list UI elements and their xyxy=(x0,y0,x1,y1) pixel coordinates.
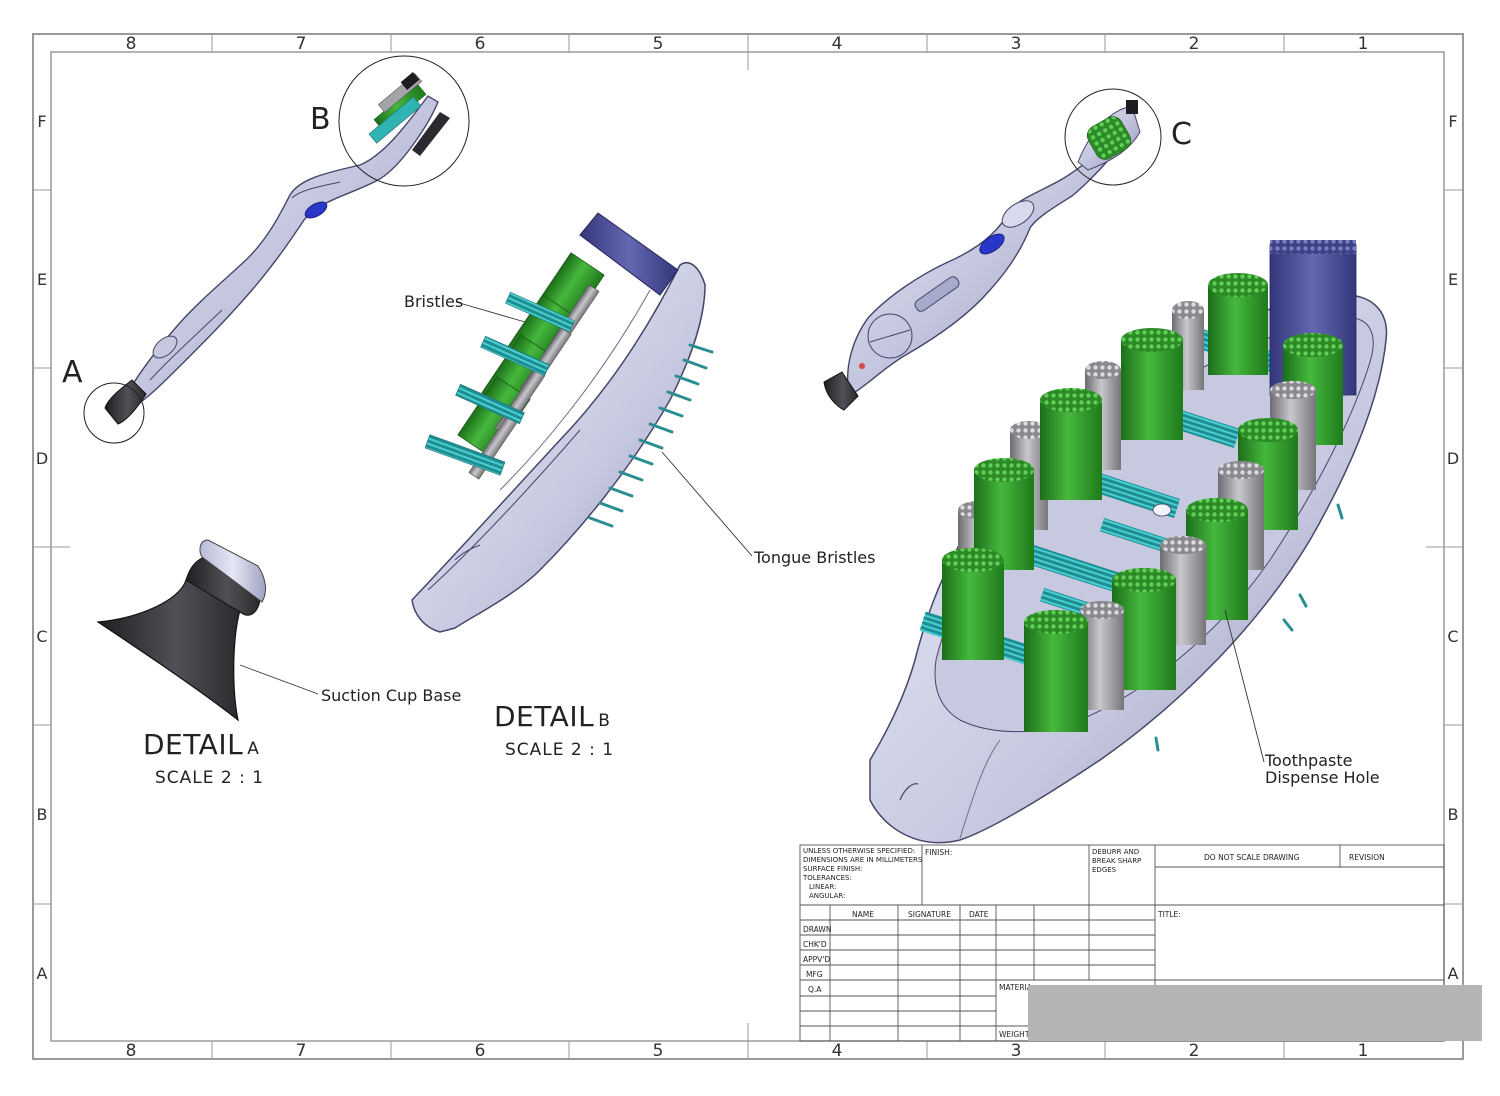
callout-c: C xyxy=(1171,117,1192,152)
tolerance-line: ANGULAR: xyxy=(803,892,922,901)
zone-row-right-a: A xyxy=(1443,965,1463,983)
tolerance-notes: UNLESS OTHERWISE SPECIFIED: DIMENSIONS A… xyxy=(803,847,922,901)
tolerance-line: DIMENSIONS ARE IN MILLIMETERS xyxy=(803,856,922,865)
row-label-checked: CHK'D xyxy=(803,940,827,949)
zone-col-top-8: 8 xyxy=(116,35,146,53)
zone-col-top-3: 3 xyxy=(1001,35,1031,53)
detail-a-suction-cup xyxy=(98,540,265,720)
zone-col-top-4: 4 xyxy=(822,35,852,53)
zone-col-bottom-8: 8 xyxy=(116,1042,146,1060)
deburr-note: DEBURR AND BREAK SHARP EDGES xyxy=(1092,848,1141,875)
detail-b-title: DETAILB xyxy=(494,700,610,733)
material-label: MATERIA xyxy=(999,983,1032,992)
detail-a-letter: A xyxy=(247,739,259,759)
zone-row-left-e: E xyxy=(32,271,52,289)
zone-row-right-e: E xyxy=(1443,271,1463,289)
detail-a-scale: SCALE 2 : 1 xyxy=(155,768,264,788)
zone-row-left-f: F xyxy=(32,113,52,131)
zone-row-left-c: C xyxy=(32,628,52,646)
zone-col-top-2: 2 xyxy=(1179,35,1209,53)
zone-col-bottom-6: 6 xyxy=(465,1042,495,1060)
detail-b-head-view xyxy=(412,213,712,632)
callout-a: A xyxy=(62,355,83,390)
deburr-line: EDGES xyxy=(1092,866,1141,875)
header-name: NAME xyxy=(852,910,874,919)
bristle-group-right-view xyxy=(1078,100,1140,170)
detail-b-word: DETAIL xyxy=(494,700,594,733)
zone-col-top-5: 5 xyxy=(643,35,673,53)
toothbrush-full-view-left xyxy=(105,72,450,424)
zone-row-right-f: F xyxy=(1443,113,1463,131)
tongue-bristles-label: Tongue Bristles xyxy=(754,548,875,567)
tolerance-line: TOLERANCES: xyxy=(803,874,922,883)
finish-label: FINISH: xyxy=(925,848,952,857)
header-date: DATE xyxy=(969,910,989,919)
zone-col-bottom-3: 3 xyxy=(1001,1042,1031,1060)
tolerance-line: UNLESS OTHERWISE SPECIFIED: xyxy=(803,847,922,856)
tolerance-line: LINEAR: xyxy=(803,883,922,892)
zone-col-top-6: 6 xyxy=(465,35,495,53)
toothpaste-label-line2: Dispense Hole xyxy=(1265,768,1380,787)
zone-col-bottom-2: 2 xyxy=(1179,1042,1209,1060)
detail-b-scale: SCALE 2 : 1 xyxy=(505,740,614,760)
suction-cup-base-label: Suction Cup Base xyxy=(321,686,461,705)
revision-label: REVISION xyxy=(1349,853,1385,862)
zone-col-top-7: 7 xyxy=(286,35,316,53)
bristles-label: Bristles xyxy=(404,292,463,311)
zone-row-left-d: D xyxy=(32,450,52,468)
deburr-line: DEBURR AND xyxy=(1092,848,1141,857)
zone-col-bottom-5: 5 xyxy=(643,1042,673,1060)
redacted-area xyxy=(1028,985,1482,1041)
weight-label: WEIGHT xyxy=(999,1030,1029,1039)
deburr-line: BREAK SHARP xyxy=(1092,857,1141,866)
zone-col-bottom-7: 7 xyxy=(286,1042,316,1060)
row-label-qa: Q.A xyxy=(808,985,821,994)
zone-col-top-1: 1 xyxy=(1348,35,1378,53)
title-label: TITLE: xyxy=(1158,910,1181,919)
zone-row-right-b: B xyxy=(1443,806,1463,824)
zone-row-left-a: A xyxy=(32,965,52,983)
tolerance-line: SURFACE FINISH: xyxy=(803,865,922,874)
do-not-scale-note: DO NOT SCALE DRAWING xyxy=(1204,853,1299,862)
row-label-drawn: DRAWN xyxy=(803,925,831,934)
zone-row-right-d: D xyxy=(1443,450,1463,468)
zone-row-left-b: B xyxy=(32,806,52,824)
detail-a-title: DETAILA xyxy=(143,728,259,761)
row-label-approved: APPV'D xyxy=(803,955,830,964)
header-signature: SIGNATURE xyxy=(908,910,951,919)
detail-a-word: DETAIL xyxy=(143,728,243,761)
detail-b-letter: B xyxy=(598,711,610,731)
zone-col-bottom-1: 1 xyxy=(1348,1042,1378,1060)
zone-col-bottom-4: 4 xyxy=(822,1042,852,1060)
zone-row-right-c: C xyxy=(1443,628,1463,646)
callout-b: B xyxy=(310,102,331,137)
row-label-mfg: MFG xyxy=(806,970,823,979)
